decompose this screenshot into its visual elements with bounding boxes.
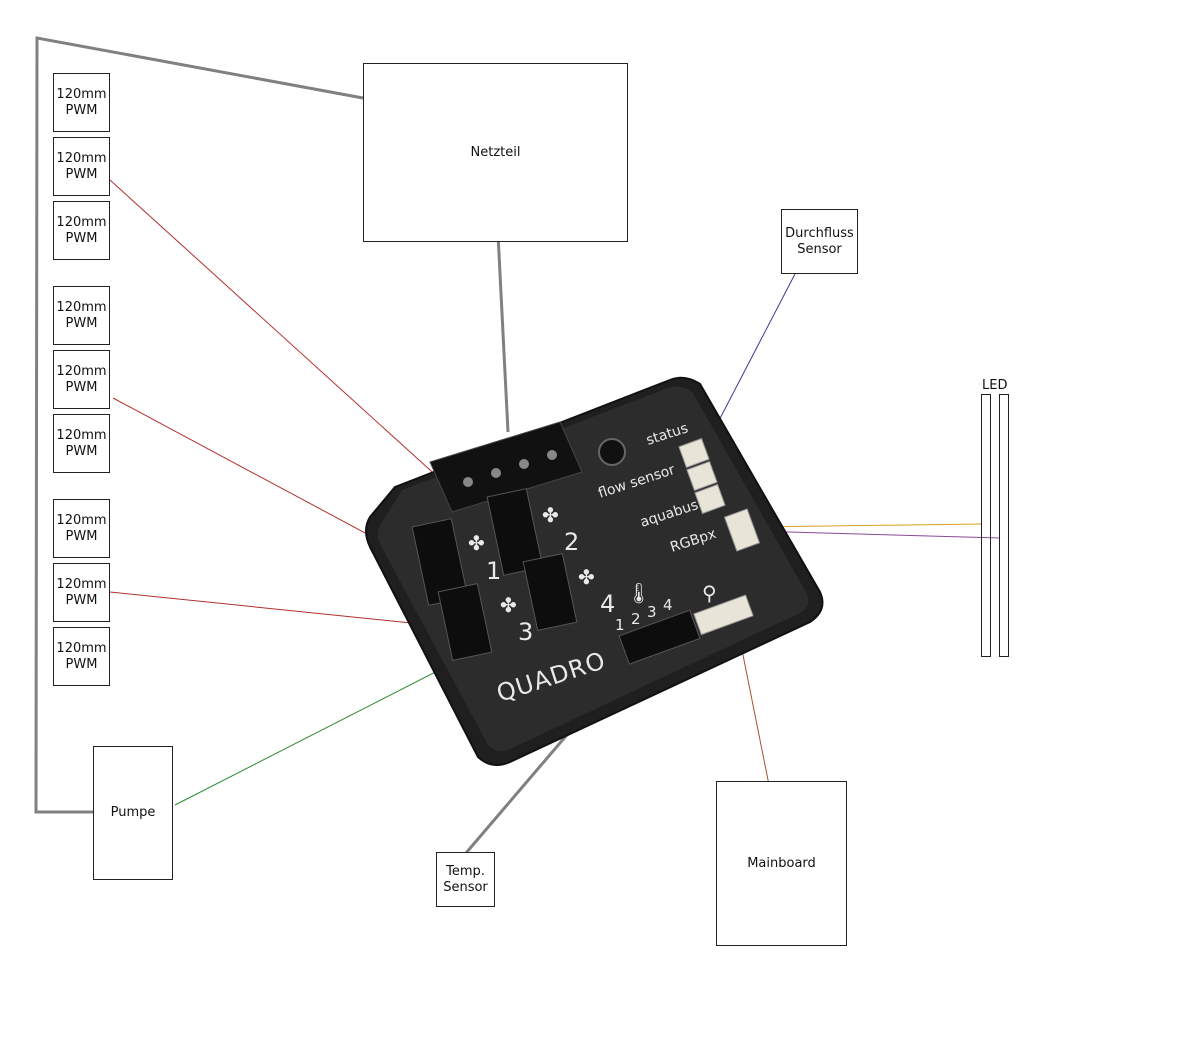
fan-type: PWM — [65, 102, 98, 118]
led-label: LED — [982, 378, 1008, 393]
fan-box: 120mm PWM — [53, 563, 110, 622]
aquabus-connector — [694, 483, 726, 515]
fan-number-2: 2 — [564, 528, 579, 556]
flow-sensor-connector — [686, 460, 718, 492]
flow-sensor-label-2: Sensor — [797, 241, 842, 257]
fan-size: 120mm — [56, 576, 107, 592]
fan-size: 120mm — [56, 150, 107, 166]
fan-type: PWM — [65, 528, 98, 544]
fan-type: PWM — [65, 592, 98, 608]
fan-type: PWM — [65, 166, 98, 182]
pump-box: Pumpe — [93, 746, 173, 880]
fan-type: PWM — [65, 315, 98, 331]
fan-size: 120mm — [56, 86, 107, 102]
led-wire-purple — [751, 530, 1001, 539]
fan-number-1: 1 — [486, 557, 501, 585]
fan-size: 120mm — [56, 640, 107, 656]
fan-number-4: 4 — [600, 590, 615, 618]
fan-type: PWM — [65, 230, 98, 246]
fan-size: 120mm — [56, 512, 107, 528]
sensor-number-4: 4 — [663, 596, 673, 614]
pump-label: Pumpe — [110, 805, 156, 820]
temp-sensor-label-1: Temp. — [446, 863, 485, 879]
quadro-controller: ✤ ✤ ✤ ✤ 1 2 3 4 🌡 1 2 3 4 ⚲ status flow … — [365, 376, 824, 767]
fan-box: 120mm PWM — [53, 137, 110, 196]
fan-icon: ✤ — [578, 565, 595, 589]
led-strip — [999, 394, 1009, 657]
flow-sensor-wire — [713, 273, 796, 431]
mainboard-wire — [739, 639, 771, 791]
fan-box: 120mm PWM — [53, 73, 110, 132]
fan-box: 120mm PWM — [53, 499, 110, 558]
status-connector — [678, 437, 710, 469]
thermometer-icon: 🌡 — [626, 581, 651, 605]
fan-icon: ✤ — [542, 503, 559, 527]
fan-type: PWM — [65, 656, 98, 672]
power-wire-left — [34, 36, 364, 814]
flow-sensor-label-1: Durchfluss — [785, 225, 854, 241]
fan-icon: ✤ — [468, 531, 485, 555]
fan-header-3 — [437, 583, 493, 661]
fan-wire-2 — [109, 179, 495, 529]
fan-wire-3 — [109, 591, 451, 628]
mainboard-box: Mainboard — [716, 781, 847, 946]
power-wire-psu-molex — [496, 233, 510, 433]
usb-icon: ⚲ — [702, 581, 717, 605]
fan-box: 120mm PWM — [53, 350, 110, 409]
fan-size: 120mm — [56, 299, 107, 315]
fan-box: 120mm PWM — [53, 414, 110, 473]
fan-size: 120mm — [56, 363, 107, 379]
fan-number-3: 3 — [518, 618, 533, 646]
led-strip — [981, 394, 991, 657]
fan-icon: ✤ — [500, 593, 517, 617]
psu-label: Netzteil — [470, 144, 521, 160]
fan-size: 120mm — [56, 214, 107, 230]
fan-type: PWM — [65, 379, 98, 395]
fan-wire-1 — [112, 397, 411, 558]
fan-size: 120mm — [56, 427, 107, 443]
led-wire-yellow — [747, 523, 983, 528]
usb-header — [693, 594, 754, 636]
rgbpx-connector — [723, 508, 761, 552]
sensor-number-2: 2 — [631, 610, 641, 628]
fan-type: PWM — [65, 443, 98, 459]
sensor-number-3: 3 — [647, 603, 657, 621]
temp-sensor-header — [618, 609, 701, 665]
mainboard-label: Mainboard — [747, 855, 816, 871]
psu-box: Netzteil — [363, 63, 628, 242]
molex-connector — [429, 421, 583, 513]
flow-sensor-box: Durchfluss Sensor — [781, 209, 858, 274]
fan-box: 120mm PWM — [53, 627, 110, 686]
fan-header-2 — [486, 488, 544, 576]
sensor-number-1: 1 — [615, 616, 625, 634]
fan-box: 120mm PWM — [53, 201, 110, 260]
fan-box: 120mm PWM — [53, 286, 110, 345]
fan-header-4 — [522, 553, 578, 631]
capacitor — [598, 438, 626, 466]
temp-sensor-label-2: Sensor — [443, 879, 488, 895]
temp-sensor-box: Temp. Sensor — [436, 852, 495, 907]
